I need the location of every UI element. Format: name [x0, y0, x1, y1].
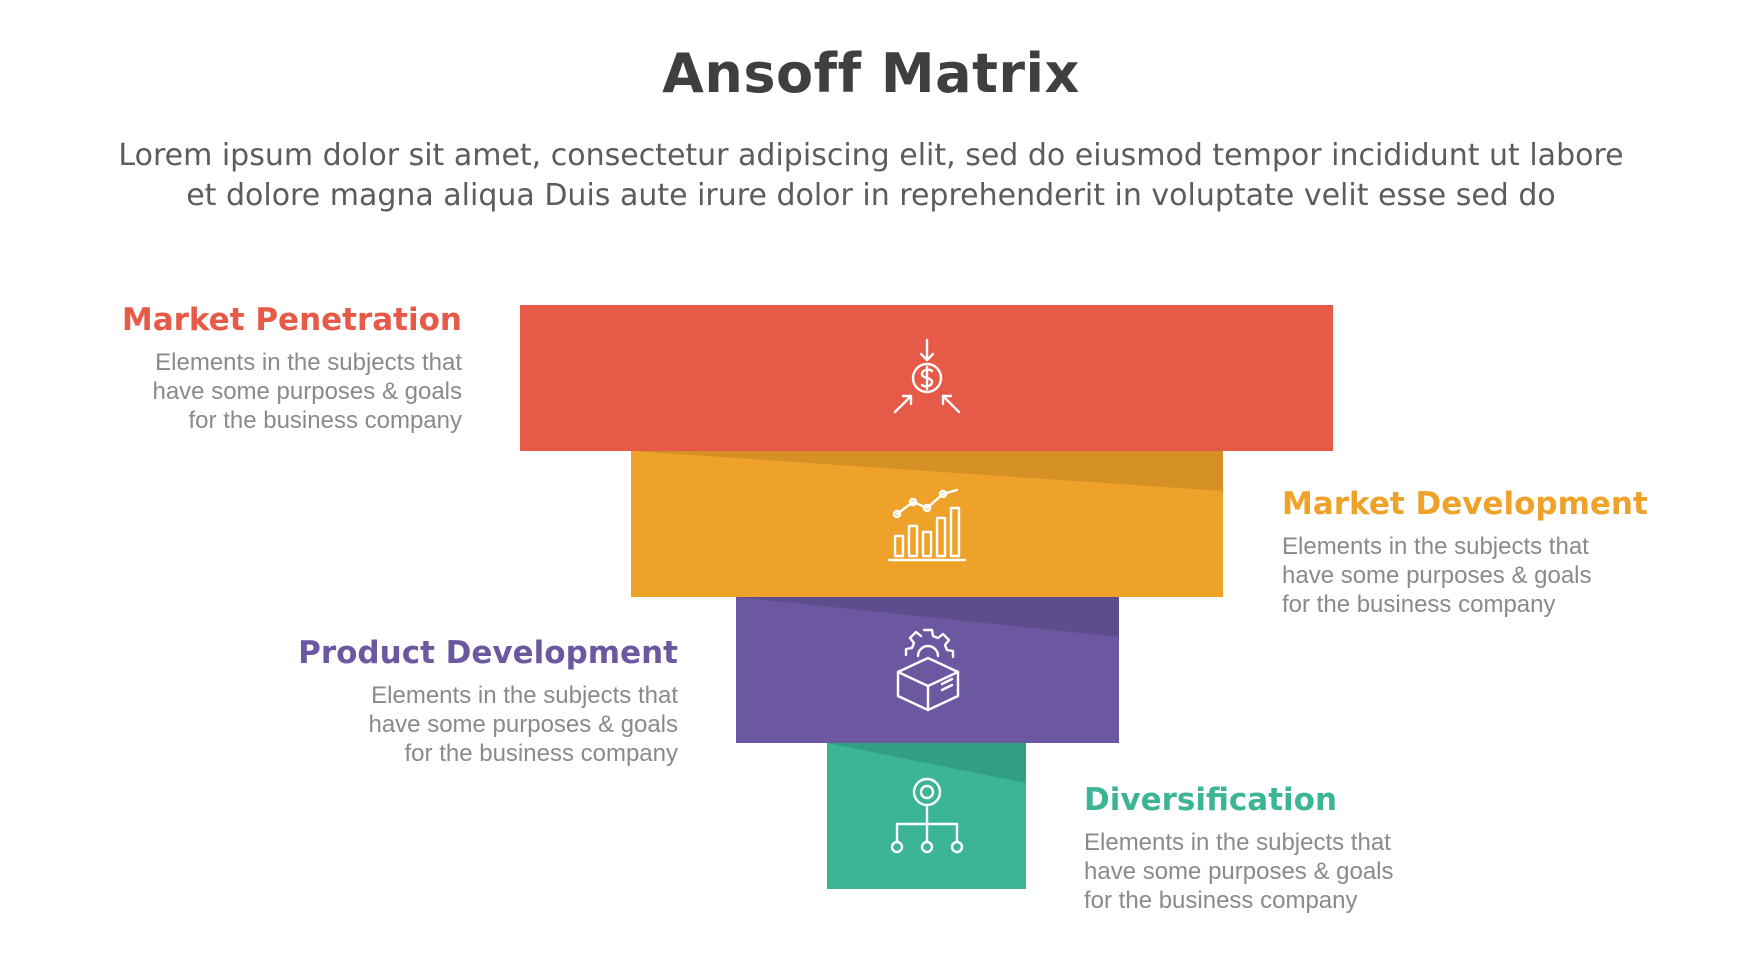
label-product-development: Product Development Elements in the subj… [250, 633, 678, 768]
hierarchy-network-icon [890, 777, 963, 854]
gear-box-icon [896, 628, 959, 712]
funnel-bar-market-development [631, 451, 1223, 597]
description-market-penetration: Elements in the subjects that have some … [152, 349, 462, 434]
label-market-penetration: Market Penetration Elements in the subje… [90, 300, 462, 435]
bar-shadow [827, 743, 1026, 783]
heading-market-penetration: Market Penetration [121, 302, 462, 338]
page-subtitle: Lorem ipsum dolor sit amet, consectetur … [60, 136, 1682, 216]
bar-shadow [631, 451, 1223, 491]
bar-chart-growth-icon [887, 488, 967, 562]
heading-product-development: Product Development [298, 635, 678, 671]
label-diversification: Diversification Elements in the subjects… [1084, 780, 1504, 915]
bar-shadow [736, 597, 1119, 637]
description-diversification: Elements in the subjects that have some … [1084, 829, 1394, 914]
page-title: Ansoff Matrix [662, 42, 1080, 105]
subtitle-line-2: et dolore magna aliqua Duis aute irure d… [186, 178, 1556, 213]
description-product-development: Elements in the subjects that have some … [368, 682, 678, 767]
funnel-bar-product-development [736, 597, 1119, 743]
subtitle-line-1: Lorem ipsum dolor sit amet, consectetur … [118, 138, 1624, 173]
description-market-development: Elements in the subjects that have some … [1282, 533, 1592, 618]
dollar-arrows-icon [893, 338, 960, 414]
label-market-development: Market Development Elements in the subje… [1282, 484, 1702, 619]
heading-diversification: Diversification [1084, 782, 1338, 818]
heading-market-development: Market Development [1282, 486, 1648, 522]
funnel-bar-market-penetration [520, 305, 1333, 451]
funnel-bar-diversification [827, 743, 1026, 889]
